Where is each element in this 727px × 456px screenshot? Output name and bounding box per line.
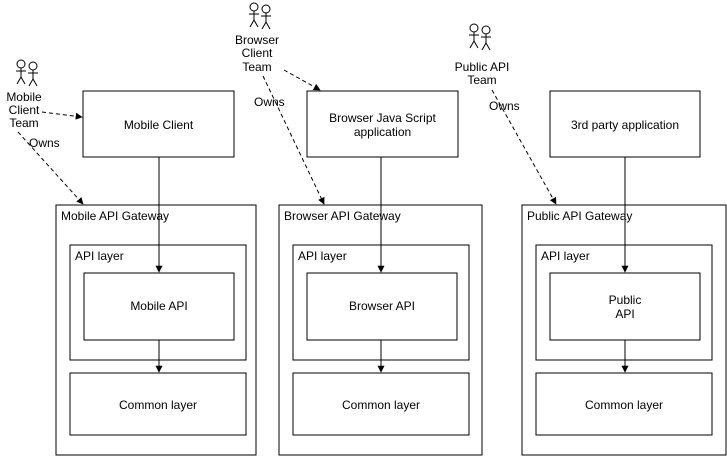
actor-icon (249, 2, 271, 30)
public-common-layer-box (535, 372, 713, 436)
3rd-party-application-box (549, 90, 701, 158)
public-owns-label: Owns (489, 99, 520, 113)
browser-team-to-client-arrow (283, 69, 321, 91)
browser-client-label-line-2: application (354, 125, 411, 139)
public-api-team-label-line-1: Public API (455, 60, 510, 74)
actor-mobile-client-team: Mobile Client Team Owns (6, 59, 84, 205)
actor-public-api-team: Public API Team Owns (455, 23, 557, 205)
mobile-api-box (83, 272, 235, 341)
column-browser: Browser API Gateway API layer Browser AP… (278, 90, 483, 456)
mobile-common-layer-box (69, 372, 247, 436)
mobile-api-gateway-label: Mobile API Gateway (61, 209, 169, 223)
mobile-client-team-label-line-3: Team (9, 116, 38, 130)
mobile-api-label: Mobile API (130, 299, 187, 313)
mobile-client-team-label-line-1: Mobile (6, 90, 42, 104)
mobile-api-layer-label: API layer (75, 249, 124, 263)
public-api-label-line-1: Public (609, 293, 642, 307)
browser-common-layer-box (292, 372, 470, 436)
public-team-owns-gateway-arrow (491, 89, 557, 205)
mobile-team-to-client-arrow (41, 111, 83, 120)
browser-client-label-line-1: Browser Java Script (329, 111, 436, 125)
3rd-party-application-label: 3rd party application (571, 118, 679, 132)
public-api-gateway-label: Public API Gateway (527, 209, 632, 223)
public-api-layer-label: API layer (541, 249, 590, 263)
mobile-team-owns-gateway-arrow (17, 131, 84, 205)
mobile-owns-label: Owns (29, 136, 60, 150)
browser-client-team-label-line-2: Client (242, 46, 273, 60)
mobile-common-layer-label: Common layer (119, 398, 197, 412)
column-public: Public API Gateway API layer Public API … (521, 90, 727, 456)
browser-team-owns-gateway-arrow (262, 75, 325, 205)
browser-client-box (306, 90, 459, 158)
public-api-label-line-2: API (615, 307, 634, 321)
public-api-team-label-line-2: Team (467, 73, 496, 87)
browser-api-label: Browser API (349, 299, 415, 313)
browser-api-box (306, 272, 458, 341)
column-mobile: Mobile API Gateway API layer Mobile API … (55, 90, 257, 456)
mobile-client-team-label-line-2: Client (9, 103, 40, 117)
actor-browser-client-team: Browser Client Team Owns (235, 2, 325, 205)
browser-api-gateway-label: Browser API Gateway (284, 209, 401, 223)
mobile-client-label: Mobile Client (124, 118, 194, 132)
public-common-layer-label: Common layer (585, 398, 663, 412)
browser-client-team-label-line-1: Browser (235, 33, 279, 47)
browser-api-layer-label: API layer (298, 249, 347, 263)
mobile-client-box (82, 90, 235, 158)
browser-client-team-label-line-3: Team (242, 60, 271, 74)
actor-icon (16, 59, 38, 87)
browser-common-layer-label: Common layer (342, 398, 420, 412)
browser-owns-label: Owns (254, 95, 285, 109)
actor-icon (469, 23, 491, 51)
